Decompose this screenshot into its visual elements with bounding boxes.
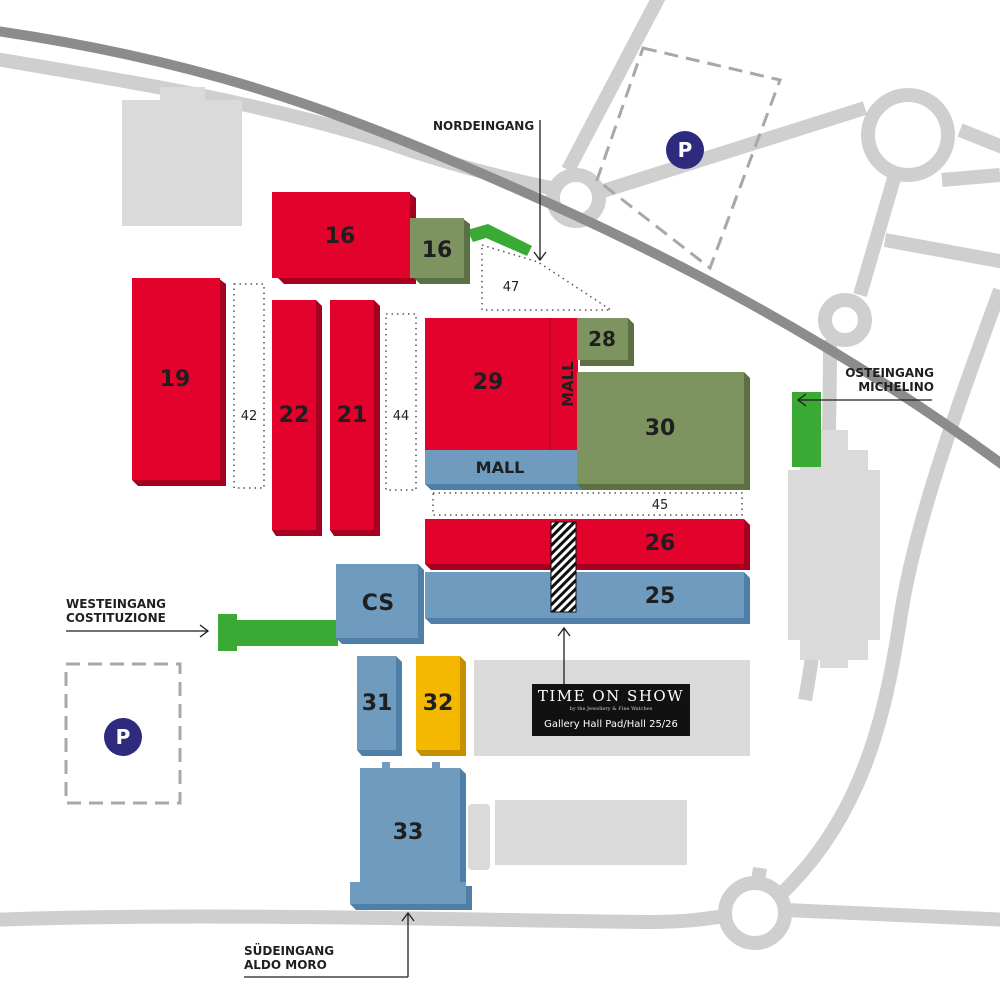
parking-area-north — [595, 46, 783, 271]
road-to-top — [561, 0, 666, 174]
corridor-47-outline — [481, 243, 614, 311]
road-south-east — [784, 903, 1000, 927]
entrance-east-box — [792, 392, 821, 467]
mall-vertical[interactable]: MALL — [549, 318, 578, 450]
corridors — [233, 243, 743, 516]
parking-west-label: P — [116, 725, 131, 749]
entrance-arrow-icon — [244, 911, 415, 978]
entrance-west-label-1: WESTEINGANG — [66, 597, 166, 611]
corridor-42-outline — [233, 283, 265, 489]
corridor-44-outline — [385, 313, 417, 491]
hall-28[interactable]: 28 — [577, 318, 634, 366]
hall-28-label: 28 — [588, 327, 616, 351]
hall-32[interactable]: 32 — [416, 656, 466, 756]
entrance-west-walkway — [218, 614, 338, 651]
hall-16-green-label: 16 — [422, 238, 453, 263]
entrance-arrow-icon — [66, 624, 210, 638]
hall-21-label: 21 — [337, 403, 368, 428]
hall-33-label: 33 — [393, 820, 424, 845]
hall-cs-label: CS — [362, 591, 394, 616]
entrance-east-label-1: OSTEINGANG — [845, 366, 934, 380]
hall-cs[interactable]: CS — [336, 564, 424, 644]
entrance-arrow-icon — [533, 120, 547, 262]
callout-arrow-icon — [557, 626, 571, 684]
road-east-2 — [941, 168, 1000, 187]
hall-25-label: 25 — [645, 584, 676, 609]
time-on-show-zone[interactable] — [550, 521, 577, 613]
entrance-north[interactable]: NORDEINGANG — [433, 119, 547, 262]
parking-icon[interactable]: P — [666, 131, 704, 169]
building-north-west — [122, 87, 242, 226]
corridor-45-label: 45 — [652, 498, 669, 513]
building-east-stadium — [788, 430, 880, 668]
time-on-show-badge — [532, 684, 690, 736]
entrance-west-label-2: COSTITUZIONE — [66, 611, 166, 625]
hall-21[interactable]: 21 — [330, 300, 380, 536]
corridor-45-outline — [432, 492, 743, 516]
parking-icon[interactable]: P — [104, 718, 142, 756]
building-south-lower — [495, 800, 687, 865]
time-on-show-callout[interactable]: TIME ON SHOW by the Jewellery & Fine Wat… — [532, 626, 690, 736]
road-east-3 — [883, 233, 1000, 269]
hall-31-label: 31 — [362, 691, 393, 716]
parking-area-west — [64, 662, 182, 805]
entrances — [218, 224, 821, 651]
corridor-44-label: 44 — [393, 409, 410, 424]
time-on-show-title: TIME ON SHOW — [538, 687, 684, 705]
hall-31[interactable]: 31 — [357, 656, 402, 756]
roundabout-south-east — [718, 876, 792, 950]
hall-33[interactable]: 33 — [350, 762, 472, 910]
entrance-south-label-2: ALDO MORO — [244, 958, 327, 972]
hall-29[interactable]: 29 — [425, 318, 551, 450]
parking-north-label: P — [678, 138, 693, 162]
mall-horizontal-label: MALL — [476, 458, 525, 477]
entrance-south[interactable]: SÜDEINGANG ALDO MORO — [244, 911, 415, 978]
entrance-east[interactable]: OSTEINGANG MICHELINO — [796, 366, 934, 407]
road-east-top — [957, 123, 1000, 154]
hall-26[interactable]: 26 — [425, 519, 750, 570]
hall-16-red-label: 16 — [325, 224, 356, 249]
entrance-south-label-1: SÜDEINGANG — [244, 943, 334, 958]
building-south-small — [468, 804, 490, 870]
entrance-east-label-2: MICHELINO — [858, 380, 934, 394]
hall-25[interactable]: 25 — [425, 572, 750, 624]
hall-22[interactable]: 22 — [272, 300, 322, 536]
mall-horizontal[interactable]: MALL — [425, 450, 584, 490]
hall-16-red[interactable]: 16 — [272, 192, 416, 284]
hall-32-label: 32 — [423, 691, 454, 716]
time-on-show-subtitle: by the Jewellery & Fine Watches — [570, 706, 653, 712]
hall-30-label: 30 — [645, 416, 676, 441]
entrance-north-walkway — [467, 224, 532, 256]
corridor-42-label: 42 — [241, 409, 258, 424]
hall-19-label: 19 — [160, 367, 191, 392]
road-east-1 — [853, 173, 902, 297]
hall-19[interactable]: 19 — [132, 278, 226, 486]
mall-vertical-label: MALL — [559, 361, 577, 407]
road-south — [0, 909, 726, 929]
corridor-47-label: 47 — [503, 280, 520, 295]
entrance-north-label: NORDEINGANG — [433, 119, 534, 133]
time-on-show-location: Gallery Hall Pad/Hall 25/26 — [544, 719, 678, 730]
roundabout-east — [818, 293, 872, 347]
road-north-east — [597, 101, 868, 199]
railway — [0, 26, 1000, 469]
entrance-arrow-icon — [796, 393, 932, 407]
hall-29-label: 29 — [473, 370, 504, 395]
roundabout-north-east — [861, 88, 955, 182]
hall-16-green[interactable]: 16 — [410, 218, 470, 284]
hall-26-label: 26 — [645, 531, 676, 556]
hall-30[interactable]: 30 — [577, 372, 750, 490]
entrance-west[interactable]: WESTEINGANG COSTITUZIONE — [66, 597, 210, 638]
road-east-4 — [775, 287, 1000, 901]
other-buildings — [122, 87, 880, 870]
hall-22-label: 22 — [279, 403, 310, 428]
